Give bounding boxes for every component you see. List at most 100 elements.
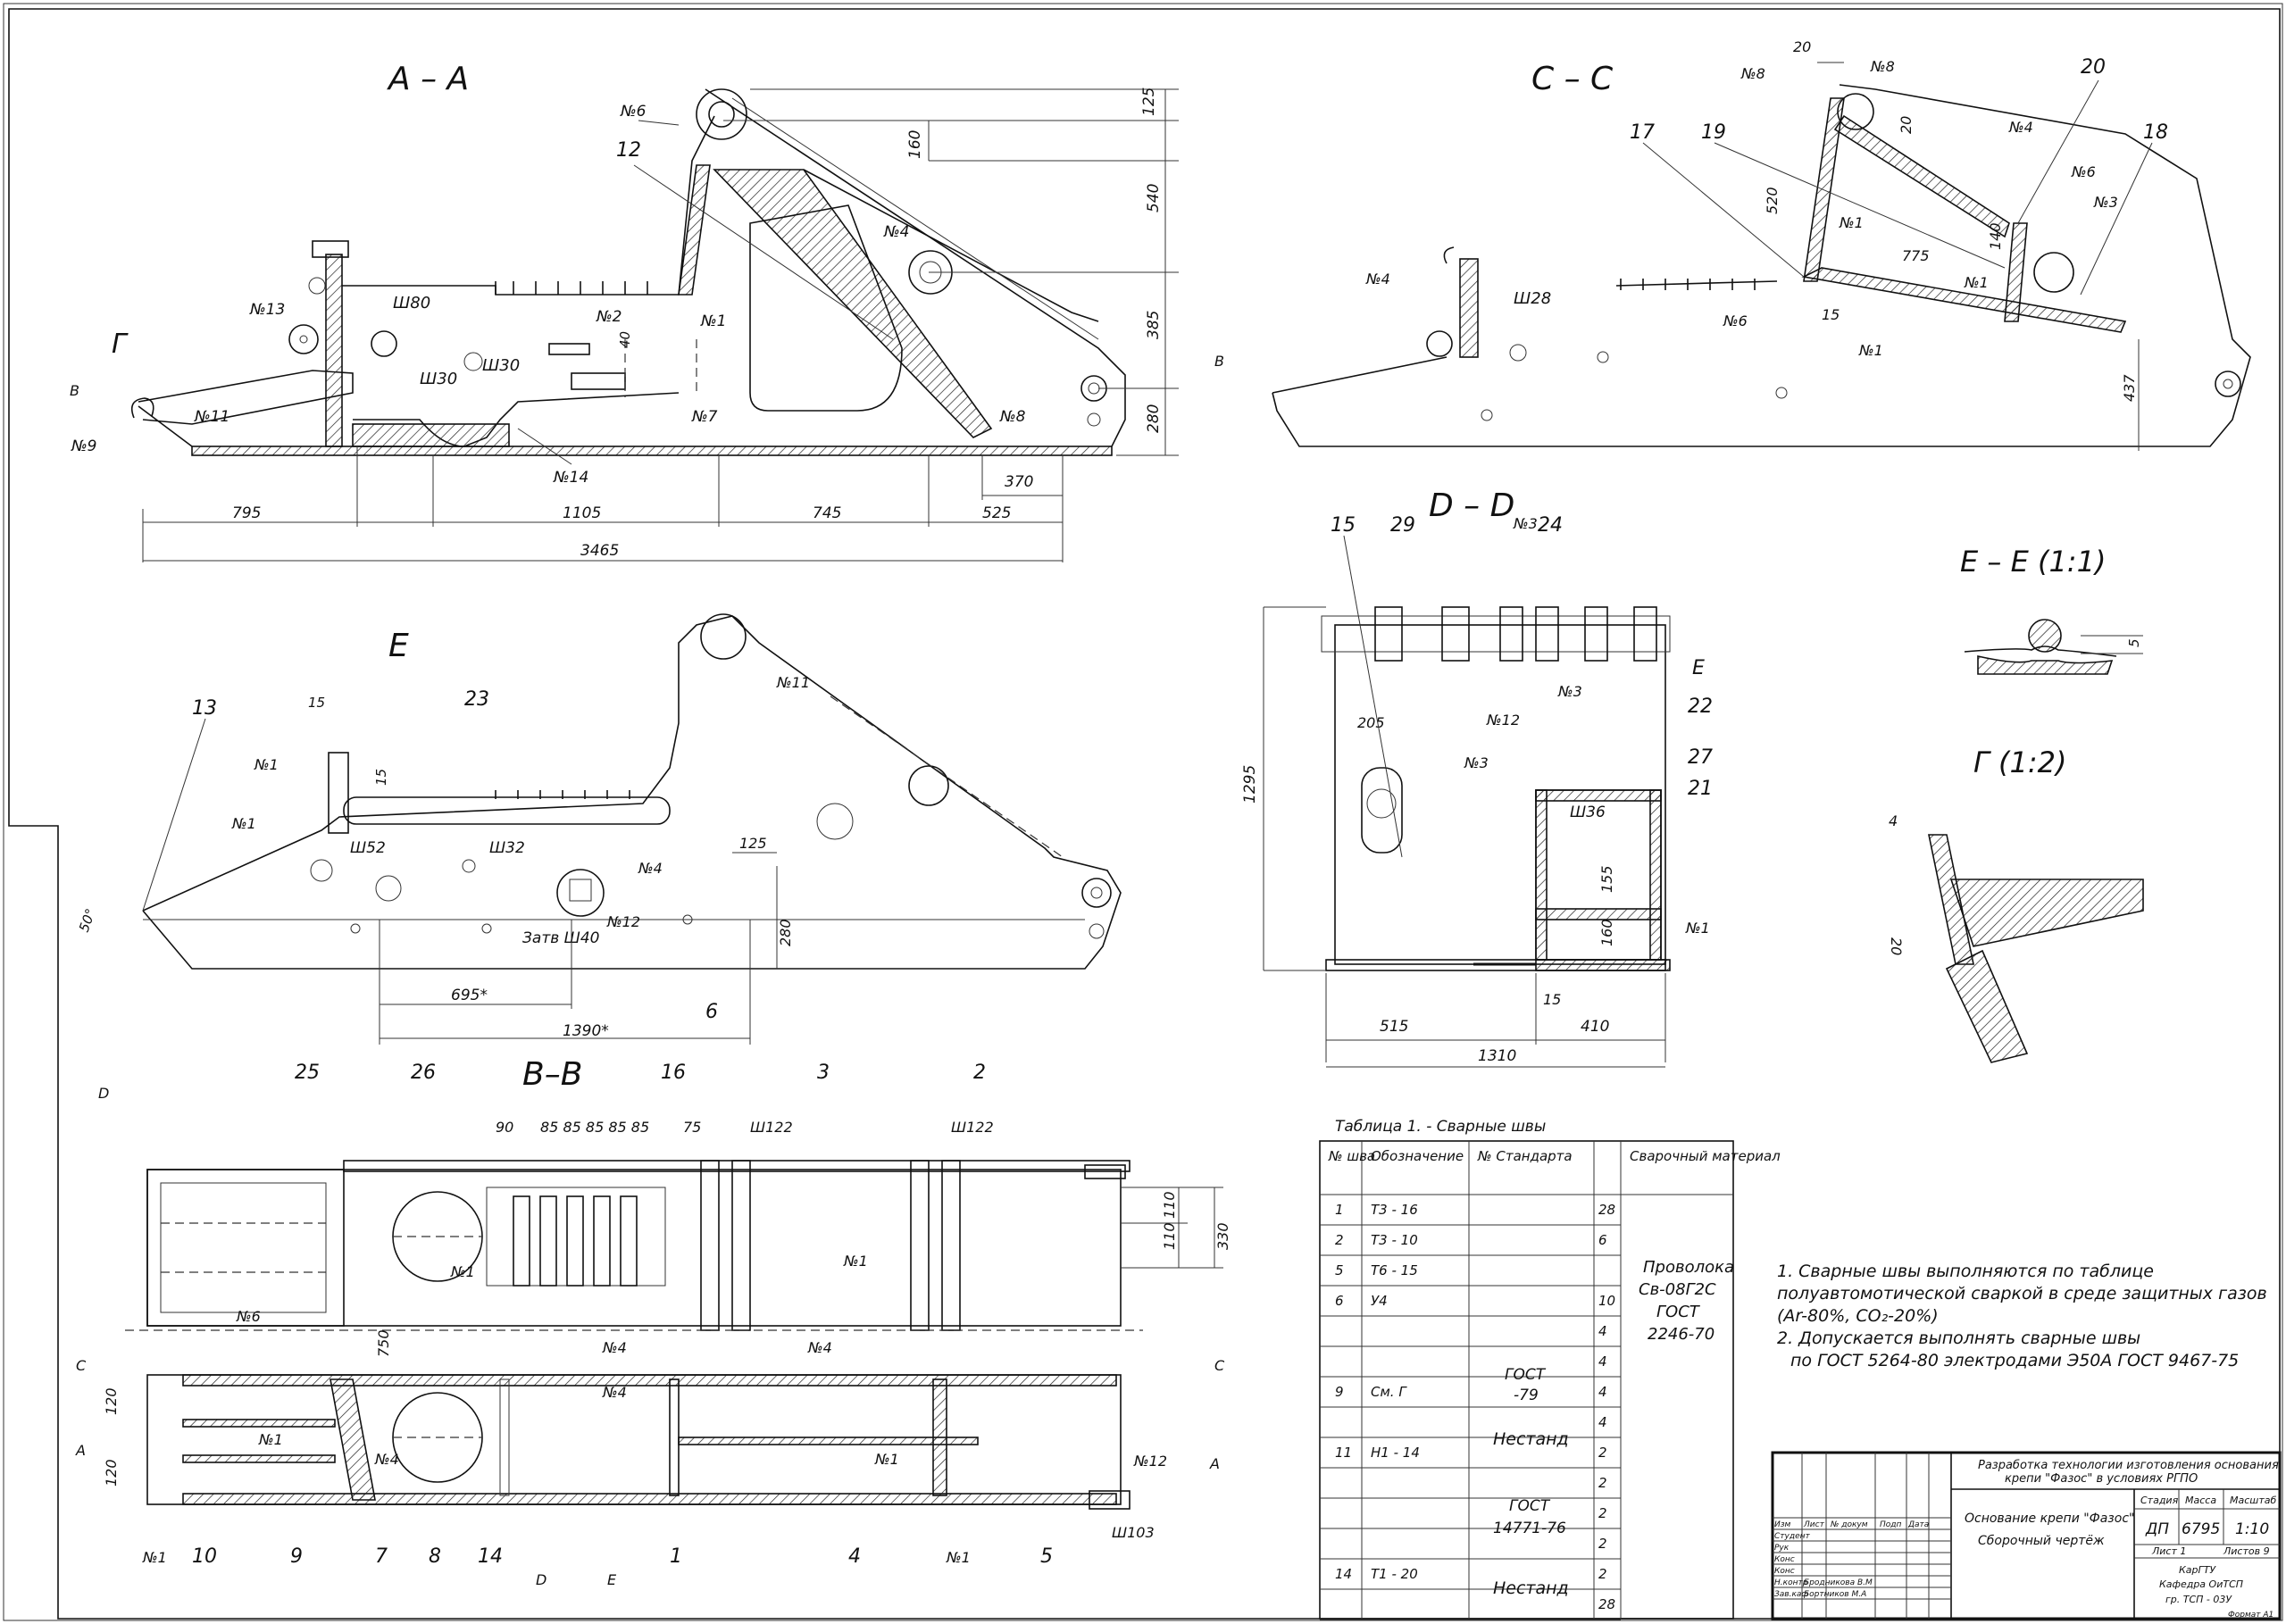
aa-mark-9: №9 [71, 437, 97, 455]
detail-g: Г (1:2) 4 20 [1888, 745, 2144, 1063]
bb-dim-120a: 120 [103, 1387, 120, 1415]
bb-part-8: 8 [429, 1545, 441, 1568]
weld-table-header-designation: Обозначение [1371, 1148, 1464, 1164]
aa-mark-1: №1 [700, 312, 727, 330]
e-dim-280: 280 [777, 919, 794, 946]
note-line-4: 2. Допускается выполнять сварные швы [1777, 1328, 2140, 1348]
title-block-stage-label: Стадия [2140, 1495, 2179, 1506]
bb-mark-1b: №1 [450, 1263, 475, 1280]
dd-dim-155: 155 [1598, 865, 1615, 893]
e-dim-125: 125 [739, 835, 767, 852]
weld-table-material-2: Св-08Г2С [1639, 1280, 1716, 1299]
title-block-project: Разработка технологии изготовления основ… [1978, 1459, 2279, 1472]
dd-mark-3c: №3 [1464, 754, 1489, 771]
detail-g-dim-20: 20 [1888, 937, 1905, 955]
cc-dim-437: 437 [2121, 374, 2138, 402]
weld-table-cell-d: См. Г [1371, 1384, 1407, 1400]
view-a-a-title: A – A [387, 61, 469, 97]
aa-dim-40: 40 [617, 331, 633, 348]
bb-mark-4a: №4 [602, 1339, 627, 1356]
technical-notes: 1. Сварные швы выполняются по таблице по… [1777, 1262, 2267, 1370]
aa-mark-7: №7 [691, 408, 718, 426]
dd-part-22: 22 [1688, 695, 1713, 718]
tb-person-2: Бортников М.А [1804, 1590, 1866, 1599]
aa-hole-30a: Ш30 [420, 370, 457, 388]
title-block-scale: 1:10 [2235, 1520, 2269, 1538]
weld-table-caption: Таблица 1. - Сварные швы [1335, 1118, 1546, 1136]
cc-part-19: 19 [1701, 121, 1726, 144]
detail-e-e: E – E (1:1) 5 [1960, 545, 2143, 675]
aa-mark-13: №13 [249, 301, 285, 319]
aa-dim-795: 795 [232, 504, 261, 522]
dd-part-e: E [1692, 657, 1705, 679]
cc-part-18: 18 [2143, 121, 2168, 144]
bb-part-9: 9 [290, 1545, 303, 1568]
bb-part-4: 4 [848, 1545, 861, 1568]
bb-section-d-bottom: D [536, 1571, 546, 1588]
dd-hole-36: Ш36 [1570, 804, 1606, 821]
aa-mark-2: №2 [596, 308, 622, 326]
weld-table-cell-d: Н1 - 14 [1371, 1445, 1420, 1461]
weld-table-material-4: 2246-70 [1648, 1325, 1714, 1344]
weld-table-cell-d: Т6 - 15 [1371, 1262, 1418, 1278]
view-c-c: C – C 17 19 20 18 №8 №8 №4 №6 №3 №1 №1 №… [1272, 38, 2251, 451]
aa-section-b-right: B [1214, 353, 1224, 370]
detail-e-e-dim: 5 [2126, 638, 2142, 647]
bb-mark-1d: №1 [874, 1451, 899, 1468]
bb-section-e-bottom: E [607, 1571, 617, 1588]
bb-part-3: 3 [817, 1062, 830, 1084]
note-line-2: полуавтомотической сваркой в среде защит… [1777, 1284, 2267, 1303]
bb-mark-1f: №1 [946, 1549, 971, 1566]
bb-section-c-right: C [1214, 1357, 1225, 1374]
e-mark-1a: №1 [254, 756, 279, 773]
tb-role-doc: № докум [1830, 1520, 1868, 1529]
aa-hole-30b: Ш30 [482, 356, 520, 375]
bb-dim-w122a: Ш122 [750, 1119, 793, 1136]
weld-table-cell-len: 4 [1598, 1414, 1607, 1430]
e-dim-15a: 15 [308, 695, 325, 711]
title-block-sheet: Лист 1 [2151, 1545, 2186, 1557]
cc-dim-20a: 20 [1793, 38, 1811, 55]
e-part-23: 23 [464, 688, 489, 711]
bb-dim-85: 85 85 85 85 85 [540, 1119, 649, 1136]
aa-mark-4: №4 [883, 223, 910, 241]
weld-table-cell-len: 10 [1598, 1293, 1615, 1309]
title-block-mass: 6795 [2182, 1520, 2220, 1538]
view-a-a: A – A [70, 61, 1224, 562]
detail-g-dim-4: 4 [1889, 812, 1898, 829]
weld-table-material-1: Проволока [1643, 1258, 1734, 1277]
weld-table-cell-len: 2 [1598, 1445, 1607, 1461]
weld-table-cell-len: 28 [1598, 1596, 1615, 1612]
e-mark-4: №4 [638, 860, 663, 877]
title-block-org-3: гр. ТСП - 03У [2165, 1594, 2232, 1605]
bb-section-c-left: C [76, 1357, 87, 1374]
weld-table-cell-d: Т3 - 10 [1371, 1232, 1418, 1248]
view-b-b: B–B 25 26 16 3 2 [75, 1056, 1231, 1588]
weld-table-cell-n: 9 [1335, 1384, 1344, 1400]
bb-dim-90: 90 [496, 1119, 513, 1136]
weld-table-header-num: № шва [1328, 1148, 1375, 1164]
cc-dim-520: 520 [1764, 187, 1781, 214]
bb-part-26: 26 [411, 1062, 436, 1084]
bb-dim-w122b: Ш122 [951, 1119, 994, 1136]
title-block-stage: ДП [2145, 1520, 2169, 1538]
aa-part-12: 12 [616, 139, 641, 162]
bb-part-25: 25 [295, 1062, 320, 1084]
aa-dim-160: 160 [906, 130, 924, 159]
tb-role-kons1: Конс [1774, 1555, 1795, 1564]
view-d-d: D – D 15 29 24 E 22 27 21 №3 №3 №12 №3 №… [1241, 487, 1713, 1068]
weld-table-cell-len: 2 [1598, 1505, 1607, 1521]
weld-table-material-3: ГОСТ [1656, 1303, 1701, 1321]
view-e-title: E [388, 628, 409, 664]
title-block-org-1: КарГТУ [2179, 1564, 2216, 1576]
cc-mark-1c: №1 [1858, 342, 1883, 359]
bb-dim-120b: 120 [103, 1459, 120, 1487]
aa-hole-80: Ш80 [393, 294, 430, 312]
weld-table-standard-6: Нестанд [1493, 1578, 1569, 1598]
view-e: E 13 23 6 №1 №1 №11 №4 №12 Ш52 Ш32 Затв … [76, 613, 1122, 1045]
bb-part-10: 10 [192, 1545, 217, 1568]
aa-mark-8: №8 [999, 408, 1026, 426]
tb-role-student: Студент [1774, 1532, 1810, 1541]
weld-table-cell-len: 4 [1598, 1353, 1607, 1370]
